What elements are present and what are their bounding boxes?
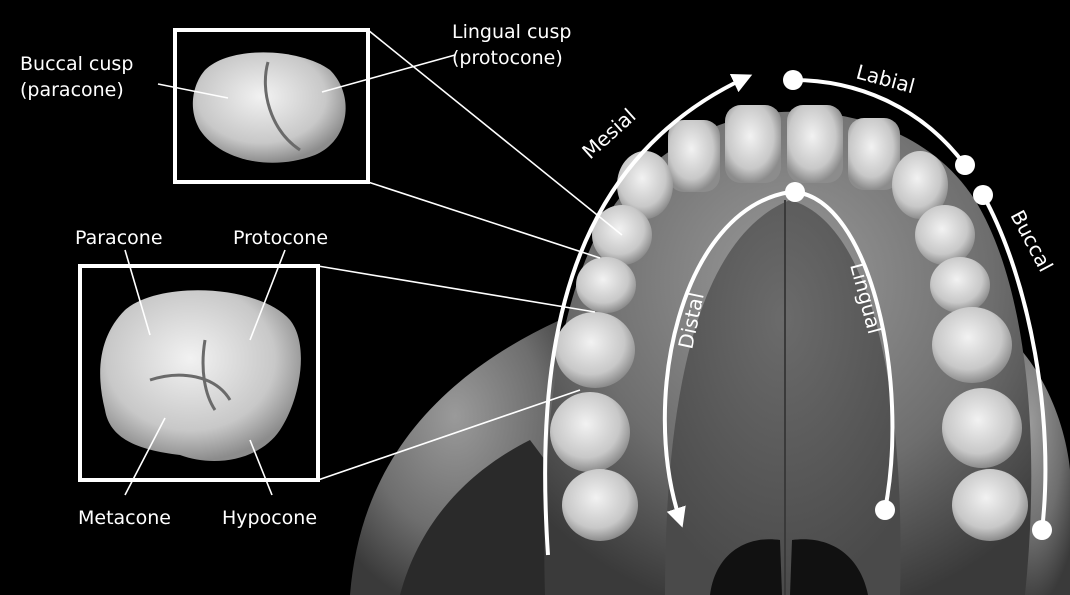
molar-inset — [80, 266, 318, 480]
labial-end-dot — [955, 155, 975, 175]
label-lingual-cusp-line2: (protocone) — [452, 47, 563, 69]
label-lingual-cusp-line1: Lingual cusp — [452, 21, 571, 43]
label-buccal-cusp-line1: Buccal cusp — [20, 53, 133, 75]
label-buccal-cusp-line2: (paracone) — [20, 79, 124, 101]
label-metacone: Metacone — [78, 507, 171, 529]
buccal-start-dot — [973, 185, 993, 205]
label-protocone: Protocone — [233, 227, 328, 249]
premolar-inset — [175, 30, 368, 182]
label-hypocone: Hypocone — [222, 507, 317, 529]
molar-crown — [100, 290, 301, 461]
buccal-end-dot — [1032, 520, 1052, 540]
lingual-start-dot — [785, 182, 805, 202]
lingual-end-dot — [875, 500, 895, 520]
label-paracone: Paracone — [75, 227, 163, 249]
labial-start-dot — [783, 70, 803, 90]
